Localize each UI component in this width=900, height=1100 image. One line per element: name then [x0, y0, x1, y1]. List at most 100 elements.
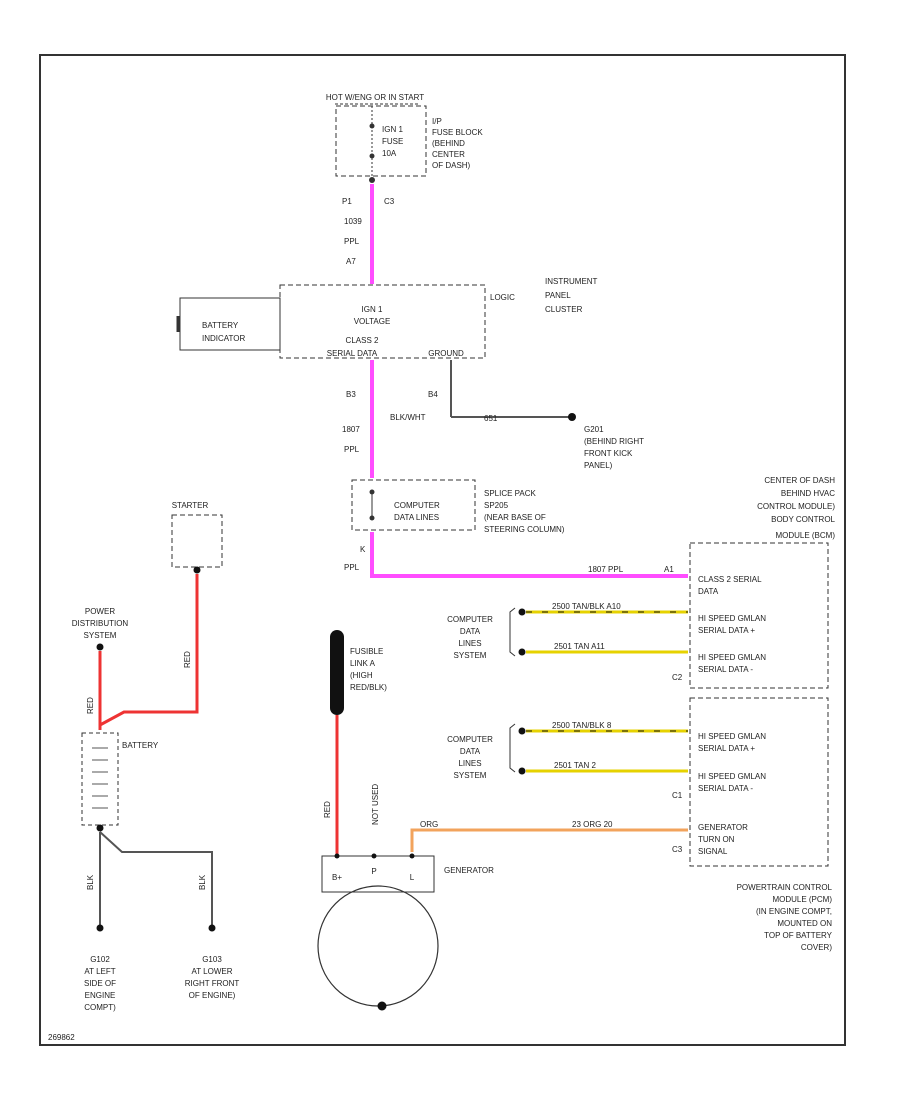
diagram-id: 269862: [48, 1033, 75, 1042]
svg-text:COMPUTER: COMPUTER: [447, 615, 493, 624]
gen-terminal-b-plus: [334, 853, 340, 859]
battery-indicator-label-1: BATTERY: [202, 321, 239, 330]
wire-1807-number: 1807: [342, 425, 360, 434]
gmlan-pcm-minus-terminal: [518, 767, 526, 775]
data-system-1-label: COMPUTER DATA LINES SYSTEM: [447, 615, 493, 660]
bcm-hs-minus-1: HI SPEED GMLAN: [698, 653, 766, 662]
svg-text:COVER): COVER): [801, 943, 832, 952]
wire-bcm-label: 1807 PPL: [588, 565, 624, 574]
data-system-1-bracket: [509, 607, 516, 657]
ground-wire-number: 651: [484, 414, 498, 423]
svg-text:MODULE (PCM): MODULE (PCM): [772, 895, 832, 904]
connector-c2: C2: [672, 673, 683, 682]
ground-g201-label: G201 (BEHIND RIGHT FRONT KICK PANEL): [584, 425, 644, 470]
gmlan-pcm-plus-terminal: [518, 727, 526, 735]
gen-turn-on-label-1: GENERATOR: [698, 823, 748, 832]
wire-1039-color: PPL: [344, 237, 360, 246]
generator-label: GENERATOR: [444, 866, 494, 875]
svg-text:COMPT): COMPT): [84, 1003, 116, 1012]
connector-c1: C1: [672, 791, 683, 800]
svg-text:(NEAR BASE OF: (NEAR BASE OF: [484, 513, 546, 522]
cluster-ign-label: IGN 1: [362, 305, 383, 314]
wire-g102-color: BLK: [86, 874, 95, 890]
gmlan-bcm-minus-label: 2501 TAN A11: [554, 642, 605, 651]
connector-c3-bottom: C3: [672, 845, 683, 854]
wire-starter-red: [99, 574, 199, 727]
wire-bcm-color: PPL: [344, 563, 360, 572]
svg-text:RIGHT FRONT: RIGHT FRONT: [185, 979, 240, 988]
pin-b4: B4: [428, 390, 438, 399]
bcm-class2-label-1: CLASS 2 SERIAL: [698, 575, 762, 584]
fuse-name-label: FUSE: [382, 137, 403, 146]
svg-text:SYSTEM: SYSTEM: [454, 651, 487, 660]
starter-box: [171, 514, 223, 568]
svg-text:FRONT KICK: FRONT KICK: [584, 449, 633, 458]
cluster-ground-label: GROUND: [428, 349, 464, 358]
wire-1807-color: PPL: [344, 445, 360, 454]
starter-terminal: [193, 566, 201, 574]
gmlan-pcm-minus-label: 2501 TAN 2: [554, 761, 597, 770]
svg-text:RED/BLK): RED/BLK): [350, 683, 387, 692]
fuse-block-box: [335, 105, 427, 177]
gen-terminal-p: [371, 853, 377, 859]
ground-wire-color: BLK/WHT: [390, 413, 426, 422]
svg-text:SP205: SP205: [484, 501, 509, 510]
pin-p1: P1: [342, 197, 352, 206]
cluster-logic-label: LOGIC: [490, 293, 515, 302]
fuse-ign-label: IGN 1: [382, 125, 403, 134]
svg-text:STEERING COLUMN): STEERING COLUMN): [484, 525, 565, 534]
svg-text:PANEL): PANEL): [584, 461, 613, 470]
svg-text:POWER: POWER: [85, 607, 115, 616]
svg-text:(IN ENGINE COMPT,: (IN ENGINE COMPT,: [756, 907, 832, 916]
cluster-serial-label: SERIAL DATA: [327, 349, 378, 358]
pin-k: K: [360, 545, 366, 554]
wire-pds-color: RED: [86, 697, 95, 714]
bcm-box: [689, 542, 829, 689]
svg-text:FUSIBLE: FUSIBLE: [350, 647, 383, 656]
pcm-box: [689, 697, 829, 867]
svg-text:I/P: I/P: [432, 117, 442, 126]
svg-text:G102: G102: [90, 955, 110, 964]
fuse-output-terminal: [369, 177, 375, 183]
battery-box: [81, 732, 119, 826]
wire-ground-g103: [99, 831, 213, 925]
svg-text:OF DASH): OF DASH): [432, 161, 471, 170]
connector-c3-top: C3: [384, 197, 395, 206]
svg-text:PANEL: PANEL: [545, 291, 571, 300]
ground-g103-label: G103 AT LOWER RIGHT FRONT OF ENGINE): [185, 955, 240, 1000]
battery-label: BATTERY: [122, 741, 159, 750]
pcm-location-label: POWERTRAIN CONTROL MODULE (PCM) (IN ENGI…: [737, 883, 833, 952]
starter-label: STARTER: [172, 501, 209, 510]
splice-pack-label: SPLICE PACK SP205 (NEAR BASE OF STEERING…: [484, 489, 565, 534]
svg-text:AT LOWER: AT LOWER: [191, 967, 232, 976]
fusible-link-label: FUSIBLE LINK A (HIGH RED/BLK): [350, 647, 387, 692]
pin-a7: A7: [346, 257, 356, 266]
pcm-hs-minus-2: SERIAL DATA -: [698, 784, 753, 793]
svg-text:G103: G103: [202, 955, 222, 964]
gmlan-bcm-plus-label: 2500 TAN/BLK A10: [552, 602, 621, 611]
pds-terminal: [96, 643, 104, 651]
svg-text:(BEHIND: (BEHIND: [432, 139, 465, 148]
computer-data-label-2: DATA LINES: [394, 513, 439, 522]
svg-text:(HIGH: (HIGH: [350, 671, 373, 680]
pds-label: POWER DISTRIBUTION SYSTEM: [72, 607, 129, 640]
svg-text:LINES: LINES: [458, 759, 481, 768]
svg-text:LINK A: LINK A: [350, 659, 376, 668]
svg-text:COMPUTER: COMPUTER: [447, 735, 493, 744]
wire-gen-start-color: ORG: [420, 820, 438, 829]
fusible-link: [330, 630, 344, 715]
svg-text:CENTER OF DASH: CENTER OF DASH: [764, 476, 835, 485]
battery-indicator-label-2: INDICATOR: [202, 334, 245, 343]
gmlan-pcm-plus-label: 2500 TAN/BLK 8: [552, 721, 612, 730]
gen-terminal-l: [409, 853, 415, 859]
cluster-class2-label: CLASS 2: [346, 336, 379, 345]
wire-generator-turn-on: [410, 828, 688, 852]
svg-text:CONTROL MODULE): CONTROL MODULE): [757, 502, 835, 511]
svg-text:SYSTEM: SYSTEM: [84, 631, 117, 640]
wire-gen-label: 23 ORG 20: [572, 820, 613, 829]
pin-a1: A1: [664, 565, 674, 574]
ground-g201-terminal: [568, 413, 576, 421]
bcm-class2-label-2: DATA: [698, 587, 719, 596]
svg-text:DISTRIBUTION: DISTRIBUTION: [72, 619, 129, 628]
